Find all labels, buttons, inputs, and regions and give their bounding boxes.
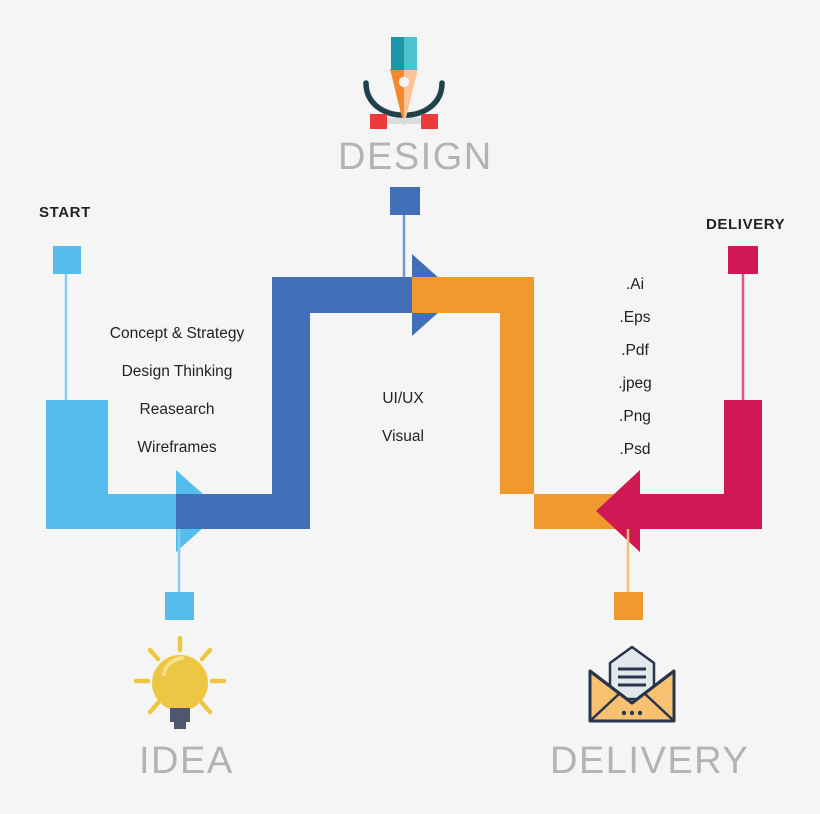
- node-square-design: [390, 187, 420, 215]
- list-item: Reasearch: [139, 401, 215, 418]
- list-item: .Png: [619, 408, 651, 425]
- delivery-title: DELIVERY: [550, 740, 750, 782]
- node-square-delivery-top: [728, 246, 758, 274]
- envelope-icon: [586, 645, 678, 725]
- idea-title: IDEA: [139, 740, 234, 782]
- list-item: .Psd: [619, 441, 651, 458]
- list-item: .Eps: [619, 309, 651, 326]
- list-item: Wireframes: [137, 439, 217, 456]
- list-item: .Pdf: [621, 342, 649, 359]
- list-item: Design Thinking: [121, 363, 233, 380]
- list-item: Concept & Strategy: [109, 325, 245, 342]
- delivery-items-list: .Ai .Eps .Pdf .jpeg .Png .Psd: [585, 276, 685, 474]
- research-items-list: Concept & Strategy Design Thinking Rease…: [78, 325, 276, 477]
- design-items-list: UI/UX Visual: [343, 390, 463, 466]
- start-marker-label: START: [39, 204, 91, 221]
- list-item: .jpeg: [618, 375, 652, 392]
- list-item: Visual: [382, 428, 424, 445]
- design-title: DESIGN: [338, 136, 493, 178]
- list-item: .Ai: [625, 276, 645, 293]
- node-square-idea: [165, 592, 194, 620]
- pen-nib-icon: [358, 34, 450, 130]
- delivery-marker-label: DELIVERY: [706, 216, 786, 233]
- list-item: UI/UX: [382, 390, 424, 407]
- node-square-delivery-bottom: [614, 592, 643, 620]
- lightbulb-icon: [128, 635, 232, 732]
- ribbon-segment-design-body: [412, 277, 640, 552]
- node-square-start: [53, 246, 81, 274]
- ribbon-segment-delivery: [596, 400, 762, 552]
